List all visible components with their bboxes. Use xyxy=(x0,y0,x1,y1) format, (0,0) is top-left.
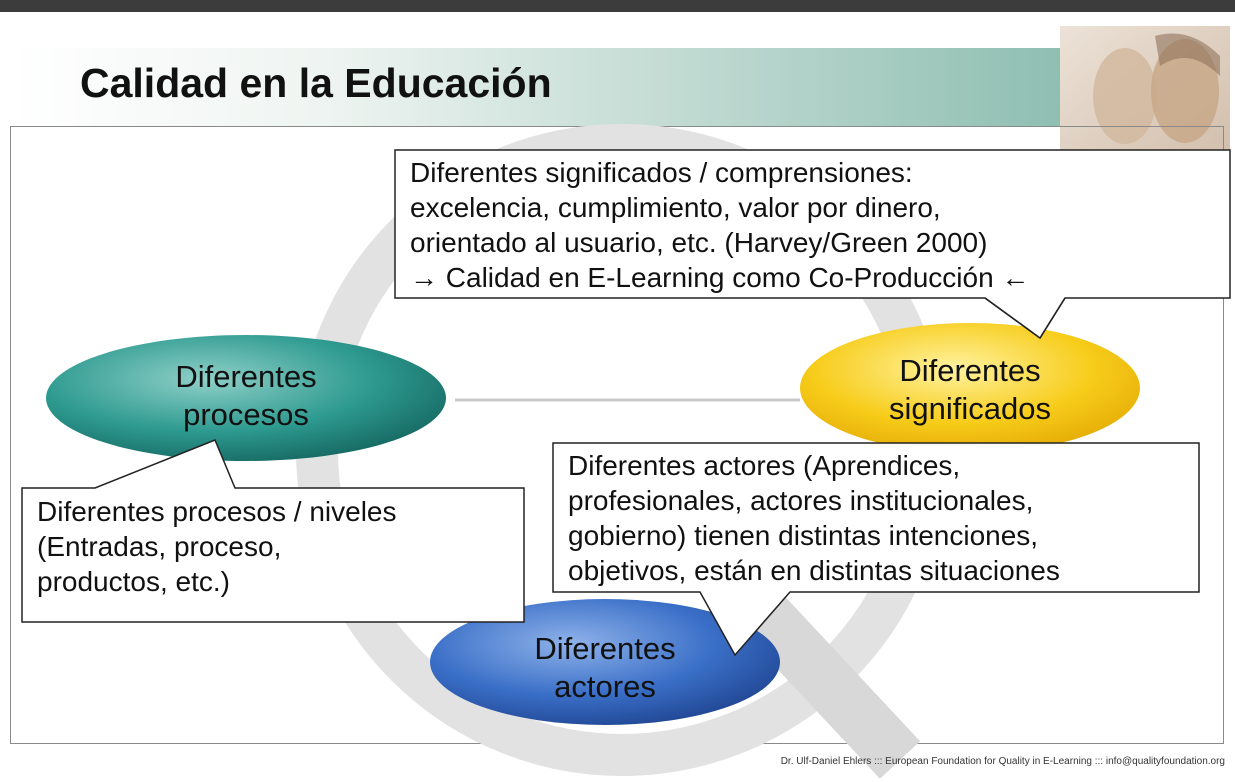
label-significados-line1: Diferentes xyxy=(899,353,1041,388)
callout-significados-line: orientado al usuario, etc. (Harvey/Green… xyxy=(410,227,988,258)
callout-actores-shape xyxy=(552,442,1200,657)
footer-credit: Dr. Ulf-Daniel Ehlers ::: European Found… xyxy=(780,756,1225,767)
label-actores-line1: Diferentes xyxy=(534,631,676,666)
label-actores-line2: actores xyxy=(554,669,656,704)
callout-procesos-line: productos, etc.) xyxy=(37,566,230,597)
callout-actores-line: objetivos, están en distintas situacione… xyxy=(568,555,1060,586)
callout-significados-shape xyxy=(394,149,1231,340)
top-bar xyxy=(0,0,1235,12)
callout-procesos-line: Diferentes procesos / niveles xyxy=(37,496,397,527)
page-title: Calidad en la Educación xyxy=(80,60,552,106)
callout-significados-line: → Calidad en E-Learning como Co-Producci… xyxy=(410,262,1030,293)
ellipse-procesos xyxy=(46,335,446,461)
label-procesos-line1: Diferentes xyxy=(175,359,317,394)
callout-procesos-shape xyxy=(21,439,525,623)
ellipse-actores xyxy=(430,599,780,725)
label-significados: Diferentes significados xyxy=(820,352,1120,428)
label-procesos: Diferentes procesos xyxy=(96,358,396,434)
title-band xyxy=(10,48,1060,126)
callout-procesos-line: (Entradas, proceso, xyxy=(37,531,282,562)
callout-actores-line: gobierno) tienen distintas intenciones, xyxy=(568,520,1039,551)
label-procesos-line2: procesos xyxy=(183,397,309,432)
callout-actores-line: Diferentes actores (Aprendices, xyxy=(568,450,961,481)
label-significados-line2: significados xyxy=(889,391,1051,426)
label-actores: Diferentes actores xyxy=(455,630,755,706)
callout-significados-text: Diferentes significados / comprensiones:… xyxy=(410,155,1029,295)
callout-procesos-text: Diferentes procesos / niveles (Entradas,… xyxy=(37,494,397,599)
callout-significados-line: excelencia, cumplimiento, valor por dine… xyxy=(410,192,941,223)
callout-actores-text: Diferentes actores (Aprendices, profesio… xyxy=(568,448,1060,588)
ellipse-significados xyxy=(800,323,1140,453)
callout-actores-line: profesionales, actores institucionales, xyxy=(568,485,1034,516)
header-photo xyxy=(1060,26,1230,166)
callout-significados-line: Diferentes significados / comprensiones: xyxy=(410,157,913,188)
